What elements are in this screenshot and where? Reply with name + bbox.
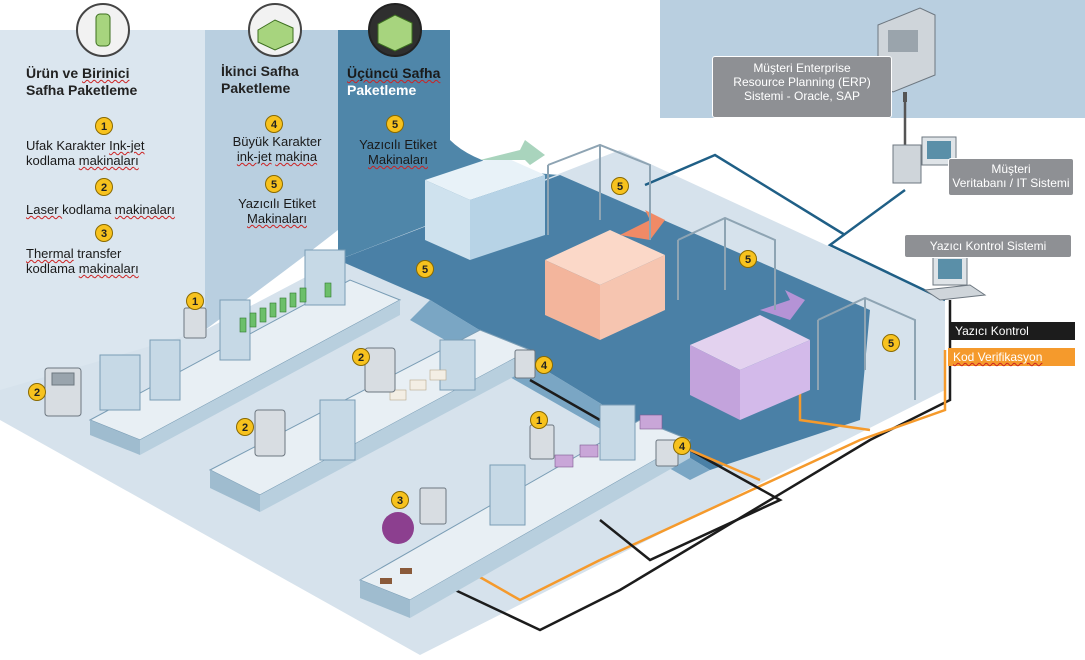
pallet-purple bbox=[690, 290, 810, 420]
stage3-title-b: Paketleme bbox=[347, 82, 417, 98]
stage1-title-a: Ürün ve bbox=[26, 65, 83, 81]
stage2-title-b: Paketleme bbox=[221, 80, 291, 96]
stage1-title: Ürün ve Birinici Safha Paketleme bbox=[26, 65, 196, 99]
erp-line-3: Sistemi - Oracle, SAP bbox=[743, 89, 861, 103]
stage1-title-c: Safha Paketleme bbox=[26, 82, 138, 98]
stage3-title-a: Üçüncü Safha bbox=[347, 65, 441, 81]
scene-marker: 1 bbox=[186, 292, 204, 310]
coder-machines bbox=[44, 307, 679, 525]
legend-item-5a: Yazıcılı Etiket Makinaları bbox=[222, 196, 332, 226]
legend-marker-4: 4 bbox=[265, 115, 283, 133]
scene-marker: 3 bbox=[391, 491, 409, 509]
item5b-a: Yazıcılı Etiket bbox=[359, 137, 437, 152]
item3-a: Thermal bbox=[26, 246, 74, 261]
legend-item-5b: Yazıcılı Etiket Makinaları bbox=[343, 137, 453, 167]
conveyor-line-1 bbox=[88, 249, 402, 455]
label-machine-cages bbox=[547, 143, 916, 400]
conveyor-line-3 bbox=[358, 404, 692, 618]
db-line-2: Veritabanı / IT Sistemi bbox=[952, 176, 1070, 190]
stage1-title-b: Birinici bbox=[82, 65, 130, 81]
item5b-b: Makinaları bbox=[368, 152, 428, 167]
legend-item-1: Ufak Karakter Ink-jet kodlama makinaları bbox=[26, 138, 201, 168]
legend-marker-3: 3 bbox=[95, 224, 113, 242]
scene-marker: 5 bbox=[739, 250, 757, 268]
item1-c: kodlama bbox=[26, 153, 79, 168]
legend-marker-1: 1 bbox=[95, 117, 113, 135]
item2-b: kodlama bbox=[62, 202, 115, 217]
erp-cabinet bbox=[877, 7, 936, 102]
item1-a: Ufak Karakter bbox=[26, 138, 110, 153]
item1-b: Ink-jet bbox=[109, 138, 145, 153]
scene-marker: 2 bbox=[352, 348, 370, 366]
item5a-a: Yazıcılı Etiket bbox=[238, 196, 316, 211]
legend-item-4: Büyük Karakter ink-jet makina bbox=[222, 134, 332, 164]
erp-system-box: Müşteri Enterprise Resource Planning (ER… bbox=[712, 56, 892, 118]
control-pc bbox=[923, 254, 987, 301]
erp-line-2: Resource Planning (ERP) bbox=[733, 75, 871, 89]
item1-d: makinaları bbox=[78, 153, 139, 168]
stage3-panel bbox=[338, 30, 560, 260]
printer-control-system-box: Yazıcı Kontrol Sistemi bbox=[904, 234, 1072, 258]
item5a-b: Makinaları bbox=[247, 211, 307, 226]
item2-a: Laser bbox=[26, 202, 63, 217]
pc-line-1: Yazıcı Kontrol Sistemi bbox=[929, 239, 1047, 253]
code-verification-label: Kod Verifikasyon bbox=[953, 350, 1043, 364]
pallet-orange bbox=[545, 210, 665, 340]
scene-marker: 1 bbox=[530, 411, 548, 429]
db-line-1: Müşteri bbox=[991, 162, 1031, 176]
item2-c: makinaları bbox=[114, 202, 175, 217]
scene-marker: 5 bbox=[882, 334, 900, 352]
code-verification-tag: Kod Verifikasyon bbox=[948, 348, 1075, 366]
item3-c: kodlama bbox=[26, 261, 79, 276]
legend-marker-5a: 5 bbox=[265, 175, 283, 193]
scene-marker: 4 bbox=[673, 437, 691, 455]
stage1-panel bbox=[0, 30, 205, 390]
scene-marker: 5 bbox=[416, 260, 434, 278]
scene-marker: 5 bbox=[611, 177, 629, 195]
scene-marker: 2 bbox=[28, 383, 46, 401]
legend-item-3: Thermal transfer kodlama makinaları bbox=[26, 246, 201, 276]
item4-d: makina bbox=[275, 149, 318, 164]
scene-marker: 4 bbox=[535, 356, 553, 374]
legend-marker-2: 2 bbox=[95, 178, 113, 196]
scene-marker: 2 bbox=[236, 418, 254, 436]
legend-marker-5b: 5 bbox=[386, 115, 404, 133]
stage-icons bbox=[76, 3, 422, 57]
item4-b: ink-jet bbox=[236, 149, 272, 164]
stage2-title-a: İkinci Safha bbox=[221, 63, 299, 79]
item3-b: transfer bbox=[73, 246, 122, 261]
pallet-bottles bbox=[425, 140, 545, 260]
erp-line-1: Müşteri Enterprise bbox=[753, 61, 851, 75]
legend-item-2: Laser kodlama makinaları bbox=[26, 202, 201, 217]
item3-d: makinaları bbox=[78, 261, 139, 276]
conveyor-line-2 bbox=[208, 329, 532, 512]
stage2-title: İkinci Safha Paketleme bbox=[221, 63, 331, 97]
db-server bbox=[892, 136, 957, 184]
stage3-title: Üçüncü Safha Paketleme bbox=[347, 65, 457, 99]
database-system-box: Müşteri Veritabanı / IT Sistemi bbox=[948, 158, 1074, 196]
item4-a: Büyük Karakter bbox=[232, 134, 322, 149]
printer-control-tag: Yazıcı Kontrol bbox=[950, 322, 1075, 340]
